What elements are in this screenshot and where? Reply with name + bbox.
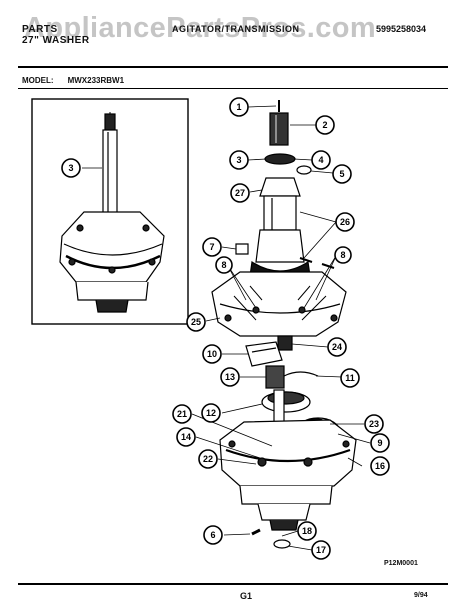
doc-number: 5995258034 [376, 24, 427, 34]
callout-22: 22 [198, 449, 218, 469]
revision-date: 9/94 [414, 592, 428, 599]
svg-text:8: 8 [340, 250, 345, 260]
callout-2: 2 [315, 115, 335, 135]
svg-text:3: 3 [236, 155, 241, 165]
callout-24: 24 [327, 337, 347, 357]
model-rule [18, 88, 448, 89]
brand-line-2: 27" WASHER [22, 35, 90, 46]
callout-1: 1 [229, 97, 249, 117]
model-label: MODEL: [22, 76, 54, 85]
callouts: 1 2 3 4 5 27 26 7 8 8 25 24 10 11 13 12 … [61, 97, 390, 560]
part-4-washer [264, 153, 296, 165]
callout-8-right: 8 [334, 246, 352, 264]
svg-text:21: 21 [177, 409, 187, 419]
svg-text:13: 13 [225, 372, 235, 382]
svg-text:5: 5 [339, 169, 344, 179]
callout-23: 23 [364, 414, 384, 434]
callout-11: 11 [340, 368, 360, 388]
callout-17: 17 [311, 540, 331, 560]
inset-spline [104, 113, 116, 131]
svg-text:6: 6 [210, 530, 215, 540]
part-27-bearing [259, 177, 301, 197]
svg-text:11: 11 [345, 373, 355, 383]
svg-text:9: 9 [377, 438, 382, 448]
callout-3-inset: 3 [61, 158, 81, 178]
svg-text:1: 1 [236, 102, 241, 112]
svg-text:7: 7 [209, 242, 214, 252]
inset-frame [31, 98, 189, 325]
svg-text:14: 14 [181, 432, 191, 442]
callout-10: 10 [202, 344, 222, 364]
svg-text:18: 18 [302, 526, 312, 536]
model-value: MWX233RBW1 [67, 76, 125, 85]
brand-block: PARTS 27" WASHER [22, 24, 90, 46]
svg-text:2: 2 [322, 120, 327, 130]
callout-8-left: 8 [215, 256, 233, 274]
part-code: P12M0001 [384, 560, 418, 567]
bottom-rule [18, 583, 448, 585]
section-title: AGITATOR/TRANSMISSION [172, 24, 300, 34]
callout-16: 16 [370, 456, 390, 476]
callout-27: 27 [230, 183, 250, 203]
svg-text:25: 25 [191, 317, 201, 327]
top-rule [18, 66, 448, 68]
svg-text:26: 26 [340, 217, 350, 227]
callout-7: 7 [202, 237, 222, 257]
part-2-spline [269, 112, 289, 146]
lower-hub [269, 519, 299, 531]
svg-text:17: 17 [316, 545, 326, 555]
svg-text:4: 4 [318, 155, 323, 165]
svg-text:27: 27 [235, 188, 245, 198]
callout-12: 12 [201, 403, 221, 423]
callout-9: 9 [370, 433, 390, 453]
watermark: AppliancePartsPros.com [24, 12, 377, 44]
svg-text:10: 10 [207, 349, 217, 359]
part-10-gear [245, 341, 283, 367]
part-17-ring [273, 539, 291, 549]
callout-3: 3 [229, 150, 249, 170]
svg-text:16: 16 [375, 461, 385, 471]
callout-4: 4 [311, 150, 331, 170]
svg-text:24: 24 [332, 342, 342, 352]
svg-text:23: 23 [369, 419, 379, 429]
callout-13: 13 [220, 367, 240, 387]
svg-text:8: 8 [221, 260, 226, 270]
callout-21: 21 [172, 404, 192, 424]
callout-6: 6 [203, 525, 223, 545]
brand-line-1: PARTS [22, 24, 58, 35]
svg-text:22: 22 [203, 454, 213, 464]
part-7-cap [235, 243, 249, 255]
part-24-pinion [277, 335, 293, 351]
part-5-ring [296, 165, 312, 175]
svg-text:12: 12 [206, 408, 216, 418]
inset-shaft [102, 129, 118, 223]
callout-26: 26 [335, 212, 355, 232]
part-25-cover [211, 271, 347, 337]
svg-text:3: 3 [68, 163, 73, 173]
part-13-gear [265, 365, 285, 389]
callout-14: 14 [176, 427, 196, 447]
callout-18: 18 [297, 521, 317, 541]
model-row: MODEL: MWX233RBW1 [22, 76, 124, 85]
callout-5: 5 [332, 164, 352, 184]
page-number: G1 [240, 591, 253, 601]
part-16-case [219, 419, 357, 487]
callout-25: 25 [186, 312, 206, 332]
part-26-tube [263, 195, 297, 231]
